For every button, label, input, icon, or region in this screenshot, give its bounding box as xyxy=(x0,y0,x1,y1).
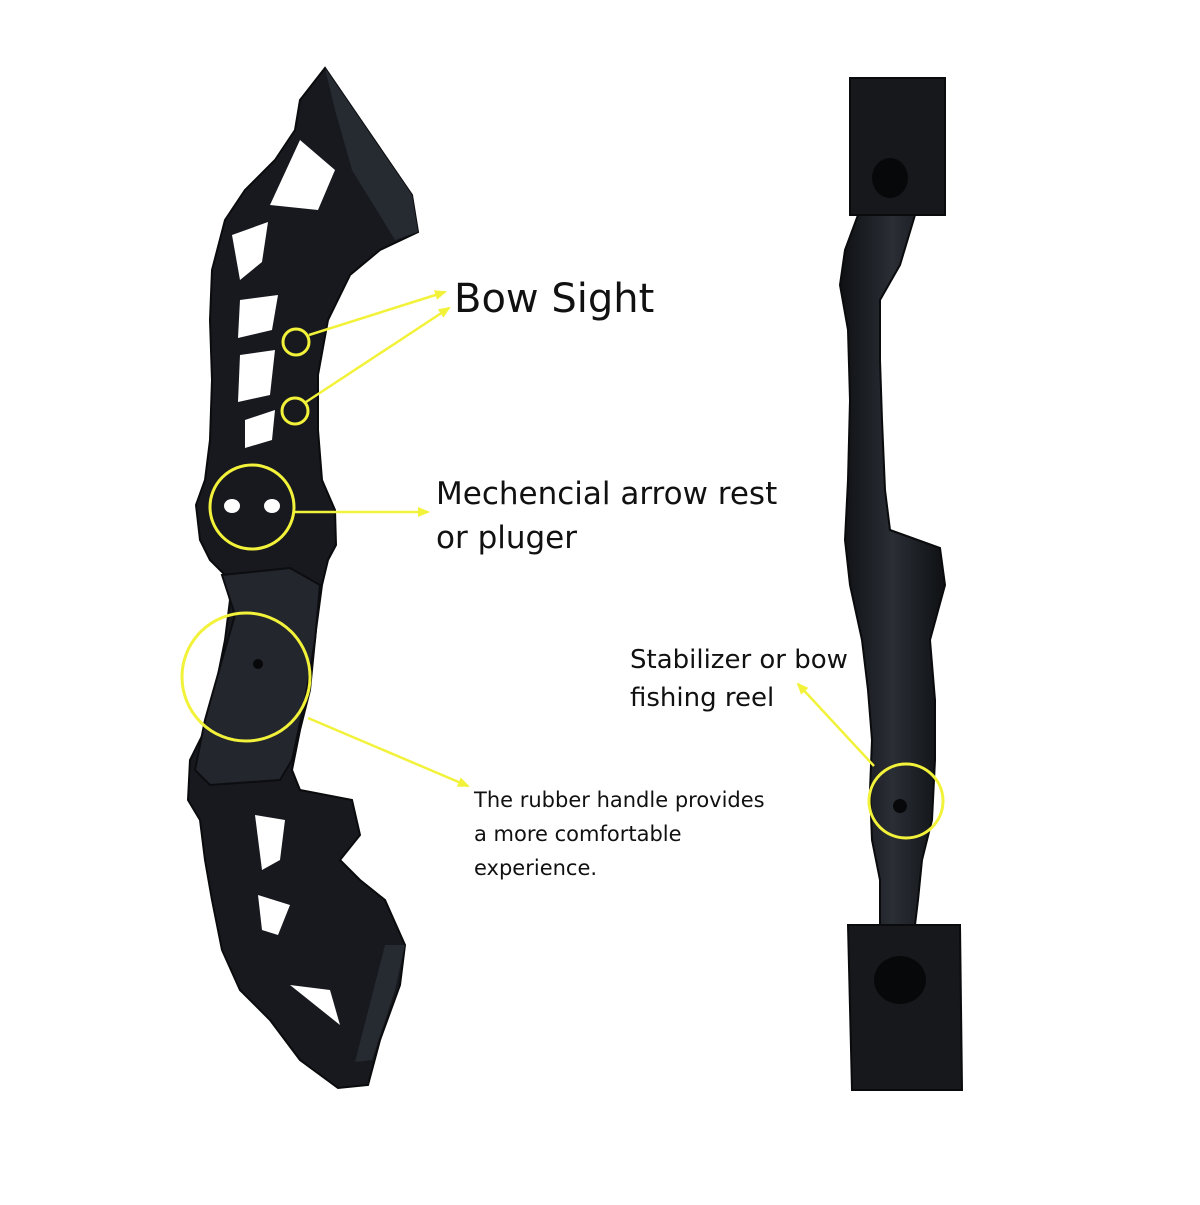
limb-pocket-top xyxy=(325,68,418,240)
leader-lines xyxy=(294,290,875,788)
arrow-rest-marker xyxy=(208,463,296,551)
riser-side-body xyxy=(838,214,947,926)
stabilizer-line-2: fishing reel xyxy=(630,683,775,713)
rubber-handle-line-2: a more comfortable xyxy=(474,822,682,846)
stabilizer-line-1: Stabilizer or bow xyxy=(630,645,848,675)
arrow-rest-line-1: Mechencial arrow rest xyxy=(436,476,778,512)
grip-marker xyxy=(180,611,312,743)
limb-pocket-side-bottom xyxy=(846,924,964,1091)
arrow-rest-label: Mechencial arrow rest or pluger xyxy=(436,472,777,560)
rubber-handle-line-1: The rubber handle provides xyxy=(474,788,765,812)
riser-cutout xyxy=(270,140,335,210)
stabilizer-arrow xyxy=(796,682,875,767)
stabilizer-hole xyxy=(893,799,907,813)
bow-sight-arrow-lower xyxy=(305,306,451,404)
limb-pocket-bottom xyxy=(355,945,405,1062)
riser-cutout xyxy=(238,350,275,402)
rest-hole xyxy=(224,499,240,513)
riser-cutout xyxy=(258,895,290,935)
rubber-handle-label: The rubber handle provides a more comfor… xyxy=(474,783,765,885)
riser-cutout xyxy=(290,985,340,1025)
sight-hole-marker-upper xyxy=(281,327,311,357)
bow-sight-label: Bow Sight xyxy=(454,276,654,322)
arrow-rest-line-2: or pluger xyxy=(436,520,577,556)
riser-cutout xyxy=(232,222,268,280)
highlight-markers xyxy=(180,327,945,840)
rest-hole xyxy=(264,499,280,513)
riser-cutout xyxy=(238,295,278,338)
limb-bolt-top xyxy=(872,158,908,198)
rubber-handle-line-3: experience. xyxy=(474,856,598,880)
bow-sight-arrow-upper xyxy=(308,290,447,337)
sight-hole-marker-lower xyxy=(280,396,310,426)
bow-riser-front-view xyxy=(186,66,420,1090)
handle-arrow xyxy=(307,716,470,788)
stabilizer-label: Stabilizer or bow fishing reel xyxy=(630,641,848,717)
bow-riser-side-view xyxy=(838,77,964,1091)
stabilizer-marker xyxy=(867,762,945,840)
limb-bolt-bottom xyxy=(874,956,926,1004)
grip-screw xyxy=(253,659,263,669)
rubber-grip xyxy=(193,566,322,787)
bow-sight-text: Bow Sight xyxy=(454,276,655,322)
riser-cutout xyxy=(245,410,275,448)
riser-cutout xyxy=(255,815,285,870)
